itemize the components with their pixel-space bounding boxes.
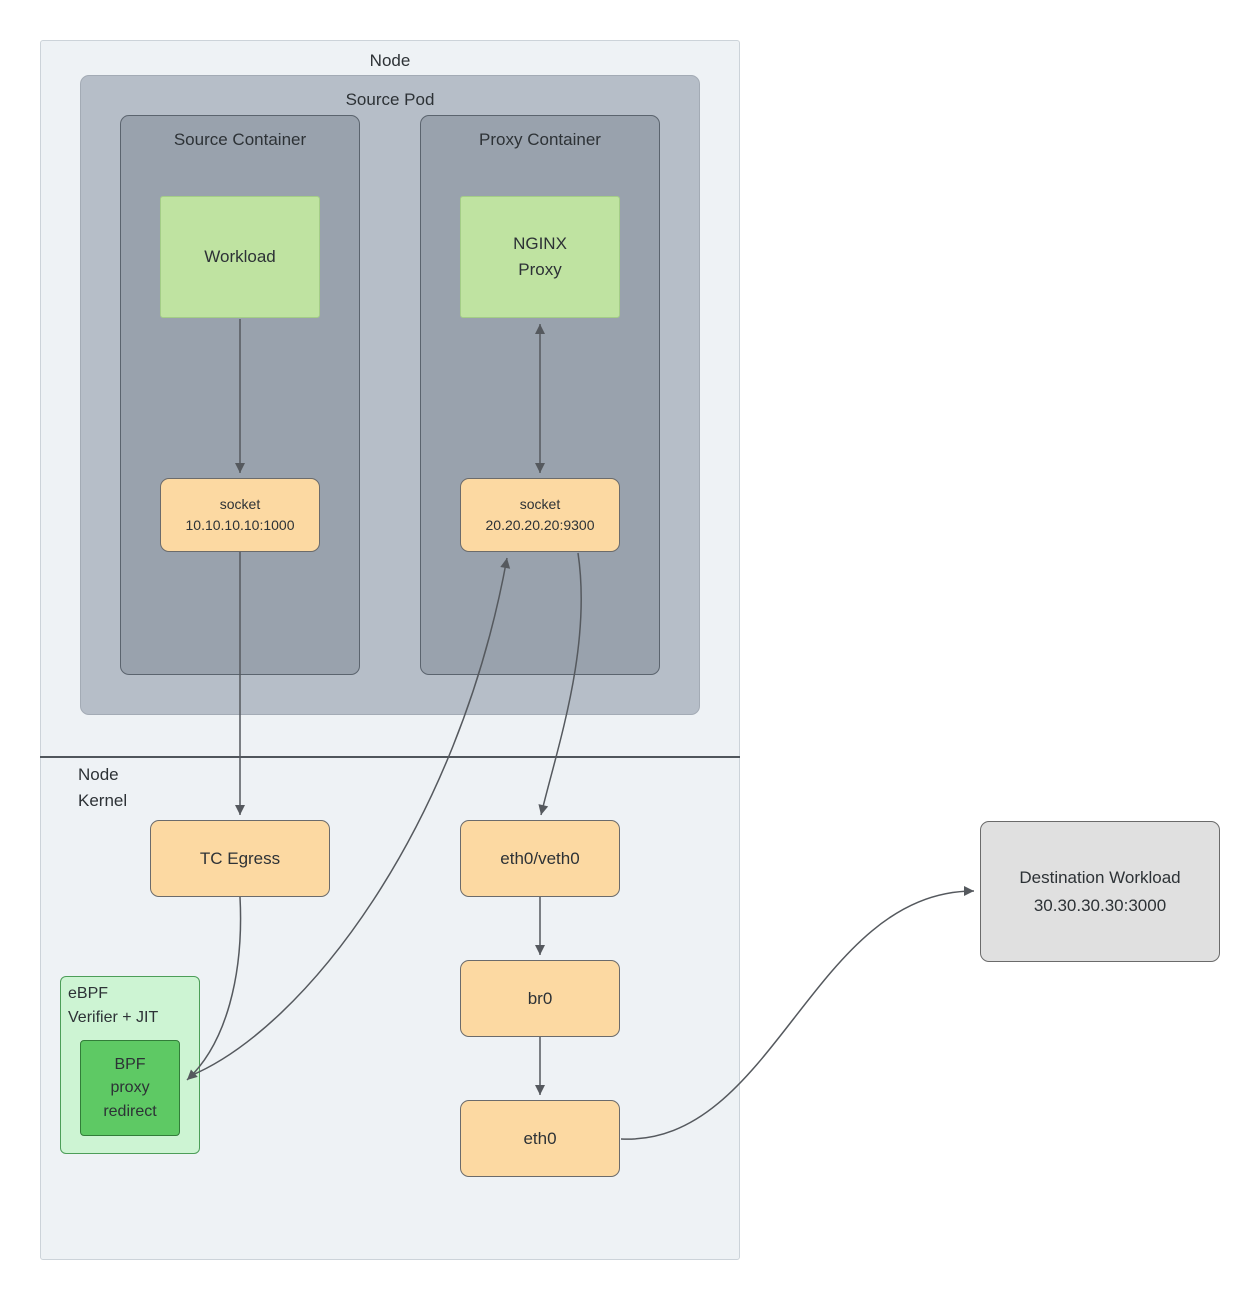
tc-egress-label: TC Egress xyxy=(199,848,281,868)
nginx-proxy-label-line1: NGINX xyxy=(513,233,567,253)
node-label: Node xyxy=(369,51,411,70)
nginx-proxy-label-line2: Proxy xyxy=(518,260,562,279)
br0-label: br0 xyxy=(527,988,553,1008)
workload-label: Workload xyxy=(204,246,276,266)
source-pod-label: Source Pod xyxy=(345,90,435,109)
ebpf-label-line2: Verifier + JIT xyxy=(68,1009,159,1026)
node-kernel-label-line2: Kernel xyxy=(78,791,128,811)
destination-workload-label: Destination Workload xyxy=(1019,868,1181,888)
source-socket-node: socket 10.10.10.10:1000 xyxy=(160,478,320,552)
bpf-redirect-label-line3: redirect xyxy=(103,1102,157,1120)
eth0-node: eth0 xyxy=(460,1100,620,1177)
node-kernel-label: Node Kernel xyxy=(78,762,127,815)
bpf-redirect-label-line2: proxy xyxy=(110,1079,150,1097)
proxy-socket-node: socket 20.20.20.20:9300 xyxy=(460,478,620,552)
source-socket-address: 10.10.10.10:1000 xyxy=(185,517,295,533)
workload-node: Workload xyxy=(160,196,320,318)
nginx-proxy-node: NGINX Proxy xyxy=(460,196,620,318)
bpf-redirect-label-line1: BPF xyxy=(114,1056,146,1074)
ebpf-label-line1: eBPF xyxy=(68,985,109,1002)
destination-workload-address: 30.30.30.30:3000 xyxy=(1033,895,1167,915)
ebpf-verifier-jit-label: eBPF Verifier + JIT xyxy=(68,982,158,1030)
br0-node: br0 xyxy=(460,960,620,1037)
node-kernel-label-line1: Node xyxy=(78,765,119,784)
proxy-container-label: Proxy Container xyxy=(479,130,601,149)
bpf-proxy-redirect-node: BPF proxy redirect xyxy=(80,1040,180,1136)
eth0-veth0-node: eth0/veth0 xyxy=(460,820,620,897)
tc-egress-node: TC Egress xyxy=(150,820,330,897)
eth0-veth0-label: eth0/veth0 xyxy=(500,848,580,868)
source-socket-label: socket xyxy=(219,496,261,512)
source-container-label: Source Container xyxy=(173,130,307,149)
destination-workload-node: Destination Workload 30.30.30.30:3000 xyxy=(980,821,1220,962)
proxy-socket-label: socket xyxy=(519,496,561,512)
proxy-socket-address: 20.20.20.20:9300 xyxy=(485,517,595,533)
kernel-divider-line xyxy=(40,756,740,758)
eth0-label: eth0 xyxy=(523,1128,557,1148)
